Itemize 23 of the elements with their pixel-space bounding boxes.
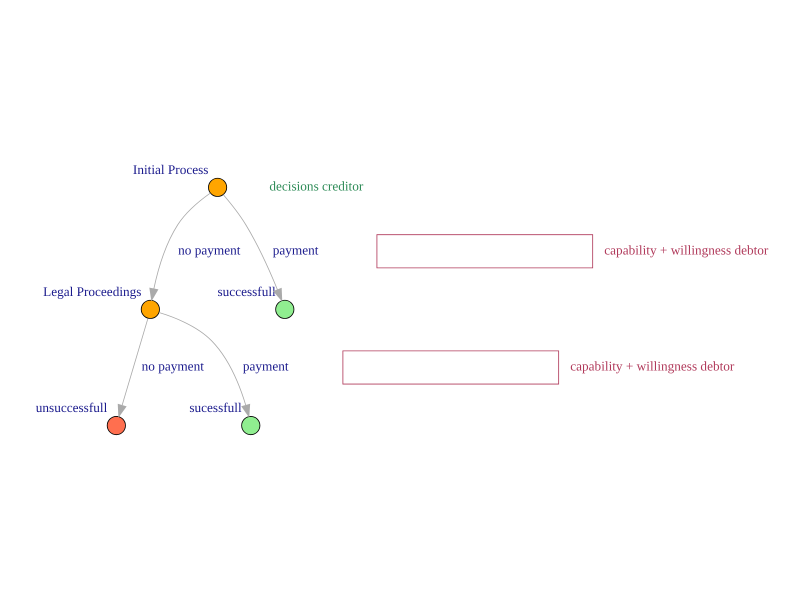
node-circle [140, 299, 160, 318]
node-circle [208, 177, 228, 196]
edge-label: no payment [142, 358, 204, 374]
edge-label: no payment [178, 242, 240, 257]
arrow [158, 312, 250, 418]
edge-label: payment [242, 358, 289, 374]
node-label: Legal Proceedings [43, 283, 142, 298]
arrow [118, 318, 148, 418]
node-circle [275, 299, 294, 318]
node-label: sucessfull [189, 400, 242, 415]
node-label: unsuccessfull [36, 400, 108, 415]
label: decisions creditor [269, 178, 364, 194]
edge-label: payment [272, 242, 318, 257]
node-label: Initial Process [132, 161, 208, 176]
node-circle [241, 416, 260, 435]
node-box [376, 234, 594, 268]
node-box [342, 350, 560, 384]
node-circle [106, 416, 126, 435]
node-label: capability + willingness debtor [570, 358, 734, 374]
arrow [222, 194, 282, 302]
arrow [149, 192, 211, 302]
node-label: capability + willingness debtor [604, 242, 768, 257]
node-label: successfull [218, 283, 276, 298]
